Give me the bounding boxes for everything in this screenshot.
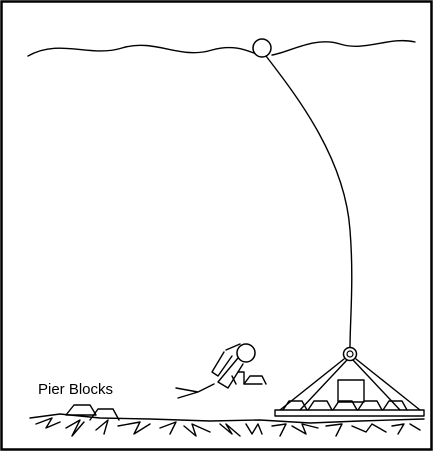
diver-head: [237, 344, 255, 362]
seabed: [30, 414, 424, 436]
lifting-frame: [275, 359, 424, 416]
water-surface: [28, 41, 415, 56]
surface-buoy: [253, 39, 271, 57]
pier-blocks-label: Pier Blocks: [38, 381, 113, 398]
diver: [176, 344, 266, 398]
lift-line: [266, 56, 352, 348]
lifting-ring: [344, 348, 357, 361]
